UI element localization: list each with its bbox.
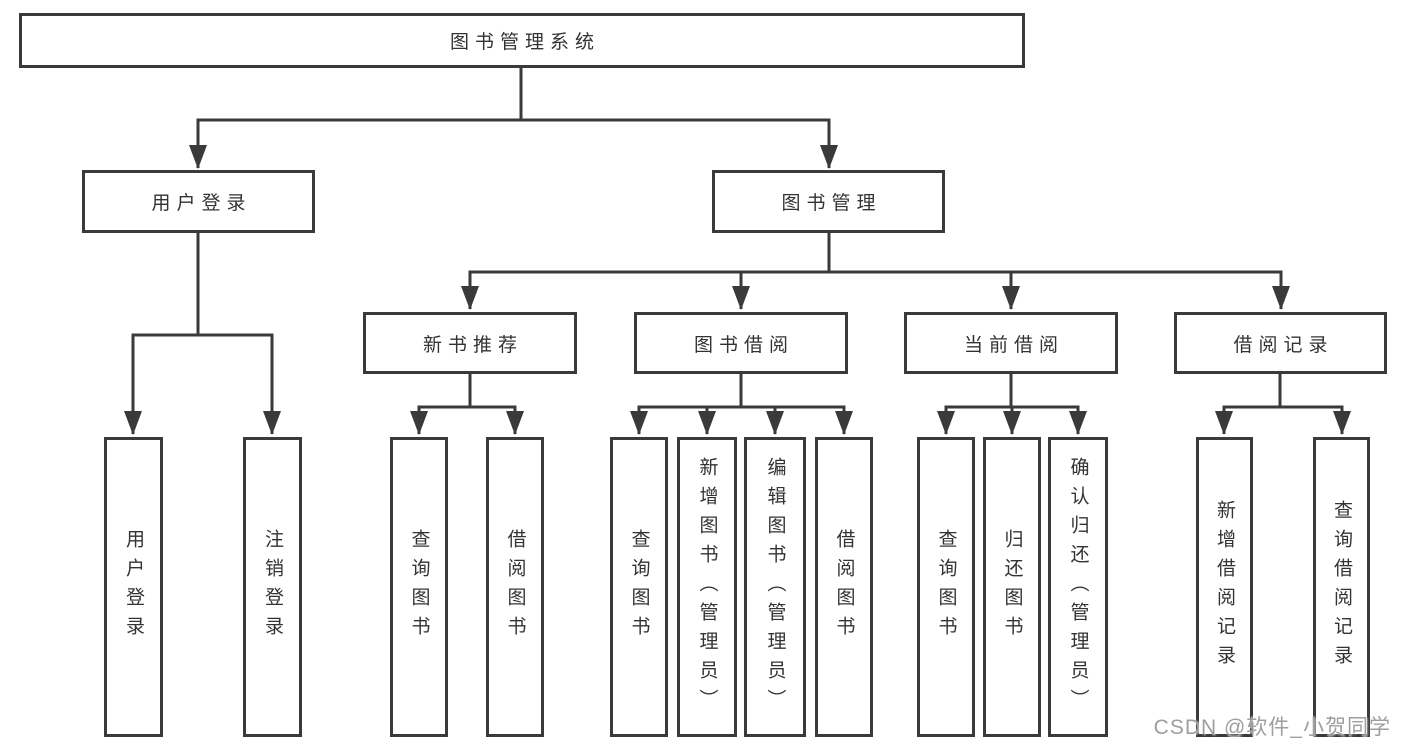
leaf-nb-borrow-books-label: 借阅图书 (504, 529, 526, 645)
leaf-nb-query-books-label: 查询图书 (408, 529, 430, 645)
leaf-bb-query-books: 查询图书 (610, 437, 668, 737)
node-borrowing-records: 借阅记录 (1174, 312, 1387, 374)
leaf-cb-confirm-return-admin-label: 确认归还（管理员） (1067, 456, 1089, 718)
leaf-bb-borrow-books-label: 借阅图书 (833, 529, 855, 645)
leaf-nb-query-books: 查询图书 (390, 437, 448, 737)
node-user-login: 用户登录 (82, 170, 315, 233)
leaf-bb-borrow-books: 借阅图书 (815, 437, 873, 737)
leaf-user-login: 用户登录 (104, 437, 163, 737)
node-new-book-recommend-label: 新书推荐 (422, 334, 523, 356)
leaf-logout: 注销登录 (243, 437, 302, 737)
leaf-bb-query-books-label: 查询图书 (628, 529, 650, 645)
leaf-bb-add-books-admin: 新增图书（管理员） (677, 437, 737, 737)
leaf-cb-confirm-return-admin: 确认归还（管理员） (1048, 437, 1108, 737)
node-book-borrowing: 图书借阅 (634, 312, 848, 374)
leaf-br-add-record: 新增借阅记录 (1196, 437, 1253, 737)
node-borrowing-records-label: 借阅记录 (1233, 334, 1334, 356)
node-new-book-recommend: 新书推荐 (363, 312, 577, 374)
leaf-nb-borrow-books: 借阅图书 (486, 437, 544, 737)
node-root-label: 图书管理系统 (449, 32, 600, 53)
leaf-cb-return-books-label: 归还图书 (1001, 529, 1023, 645)
node-book-borrowing-label: 图书借阅 (693, 334, 794, 356)
leaf-bb-edit-books-admin-label: 编辑图书（管理员） (764, 456, 786, 718)
node-book-management: 图书管理 (712, 170, 945, 233)
leaf-user-login-label: 用户登录 (123, 529, 144, 645)
csdn-watermark: CSDN @软件_小贺同学 (1153, 716, 1391, 739)
leaf-cb-query-books: 查询图书 (917, 437, 975, 737)
leaf-br-add-record-label: 新增借阅记录 (1214, 500, 1235, 674)
leaf-cb-query-books-label: 查询图书 (935, 529, 957, 645)
node-root: 图书管理系统 (19, 13, 1025, 68)
leaf-cb-return-books: 归还图书 (983, 437, 1041, 737)
node-current-borrowing-label: 当前借阅 (963, 334, 1064, 356)
leaf-bb-add-books-admin-label: 新增图书（管理员） (696, 456, 718, 718)
node-user-login-label: 用户登录 (151, 193, 252, 214)
leaf-br-query-record-label: 查询借阅记录 (1331, 500, 1352, 674)
leaf-br-query-record: 查询借阅记录 (1313, 437, 1370, 737)
node-current-borrowing: 当前借阅 (904, 312, 1118, 374)
node-book-management-label: 图书管理 (781, 193, 882, 214)
leaf-bb-edit-books-admin: 编辑图书（管理员） (744, 437, 806, 737)
leaf-logout-label: 注销登录 (262, 529, 283, 645)
